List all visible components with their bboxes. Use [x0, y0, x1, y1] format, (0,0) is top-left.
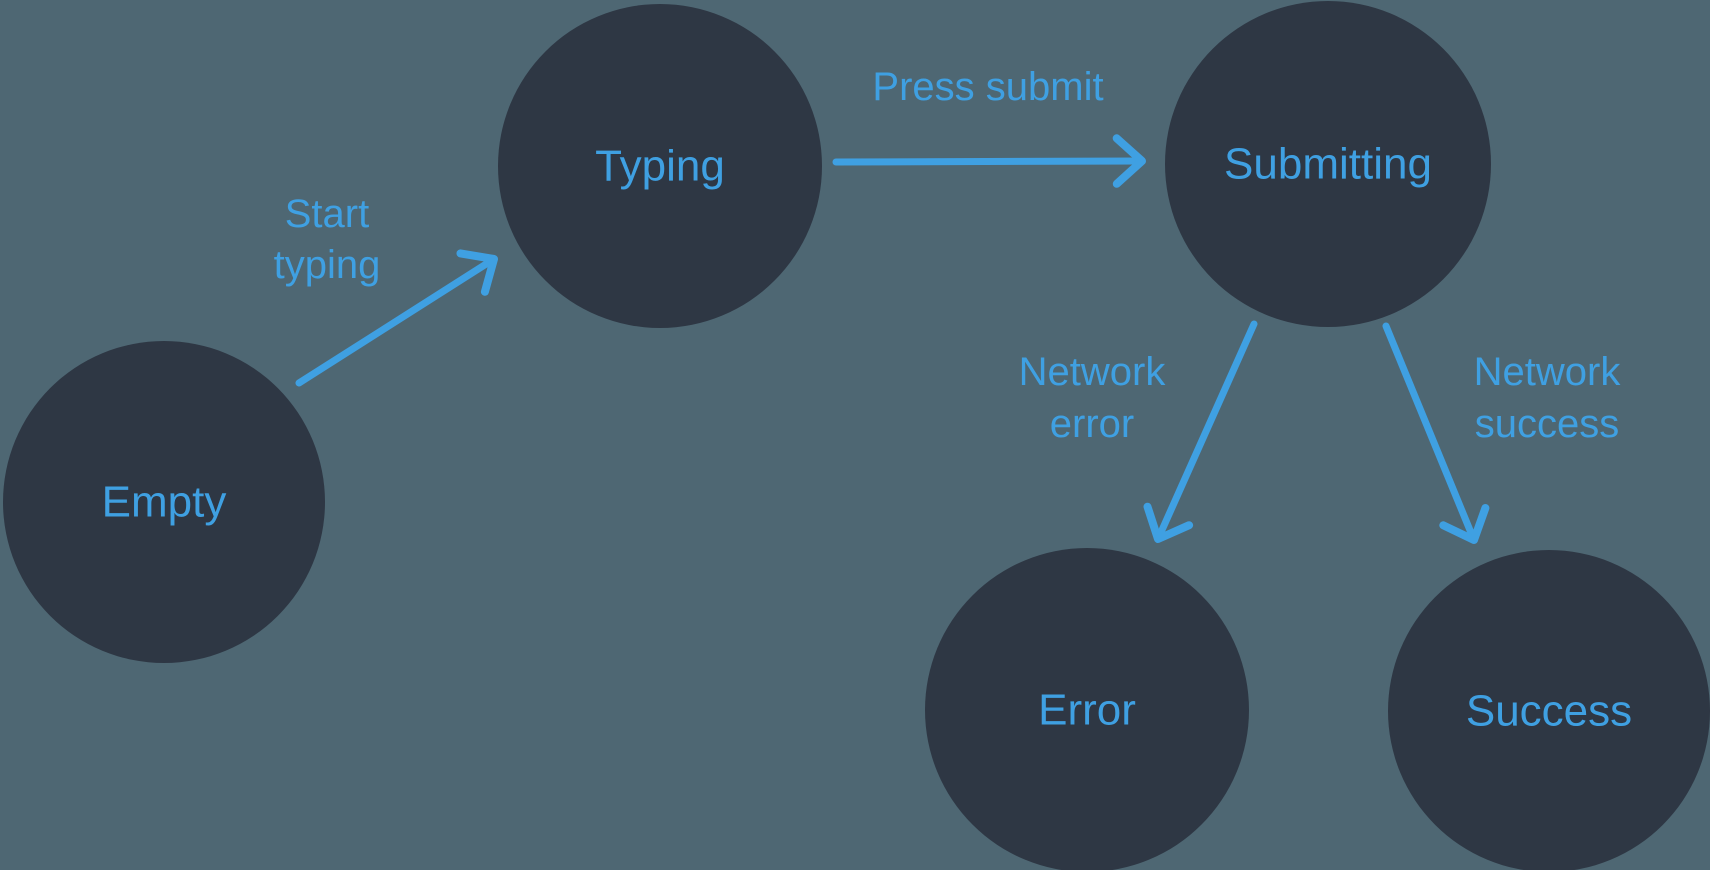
state-node-success: Success	[1388, 550, 1710, 870]
edge-start-typing-label: typing	[274, 243, 381, 287]
state-node-empty-circle	[3, 341, 325, 663]
state-node-empty-label: Empty	[102, 478, 227, 527]
edge-network-success: Network success	[1382, 322, 1622, 544]
edge-network-success-line	[1382, 322, 1478, 544]
edge-start-typing-line	[295, 255, 498, 387]
edge-network-error: Network error	[1019, 320, 1258, 543]
state-node-submitting-circle	[1165, 1, 1491, 327]
state-node-submitting: Submitting	[1165, 1, 1491, 327]
state-node-typing: Typing	[498, 4, 822, 328]
edge-network-success-arrowhead-icon	[1439, 504, 1490, 544]
edge-network-error-label: Network	[1019, 350, 1167, 394]
edge-network-error-arrowhead-icon	[1143, 502, 1194, 543]
edge-start-typing-arrowhead-icon	[456, 249, 498, 296]
edge-press-submit-arrowhead-icon	[1112, 134, 1146, 188]
edge-press-submit-line	[832, 157, 1146, 166]
edge-network-success-label: success	[1475, 402, 1620, 446]
state-node-empty: Empty	[3, 341, 325, 663]
edge-network-error-label: error	[1050, 402, 1134, 446]
edge-start-typing: Start typing	[274, 192, 498, 387]
state-node-typing-label: Typing	[595, 142, 725, 191]
edge-press-submit: Press submit	[832, 65, 1146, 188]
state-node-submitting-label: Submitting	[1224, 140, 1432, 189]
state-node-error: Error	[925, 548, 1249, 870]
state-node-success-circle	[1388, 550, 1710, 870]
edge-start-typing-label: Start	[285, 192, 369, 236]
state-node-error-circle	[925, 548, 1249, 870]
state-node-success-label: Success	[1466, 687, 1632, 736]
edge-network-success-label: Network	[1474, 350, 1622, 394]
state-node-typing-circle	[498, 4, 822, 328]
state-node-error-label: Error	[1038, 686, 1136, 735]
edge-network-error-line	[1154, 320, 1258, 543]
edge-press-submit-label: Press submit	[872, 65, 1103, 109]
